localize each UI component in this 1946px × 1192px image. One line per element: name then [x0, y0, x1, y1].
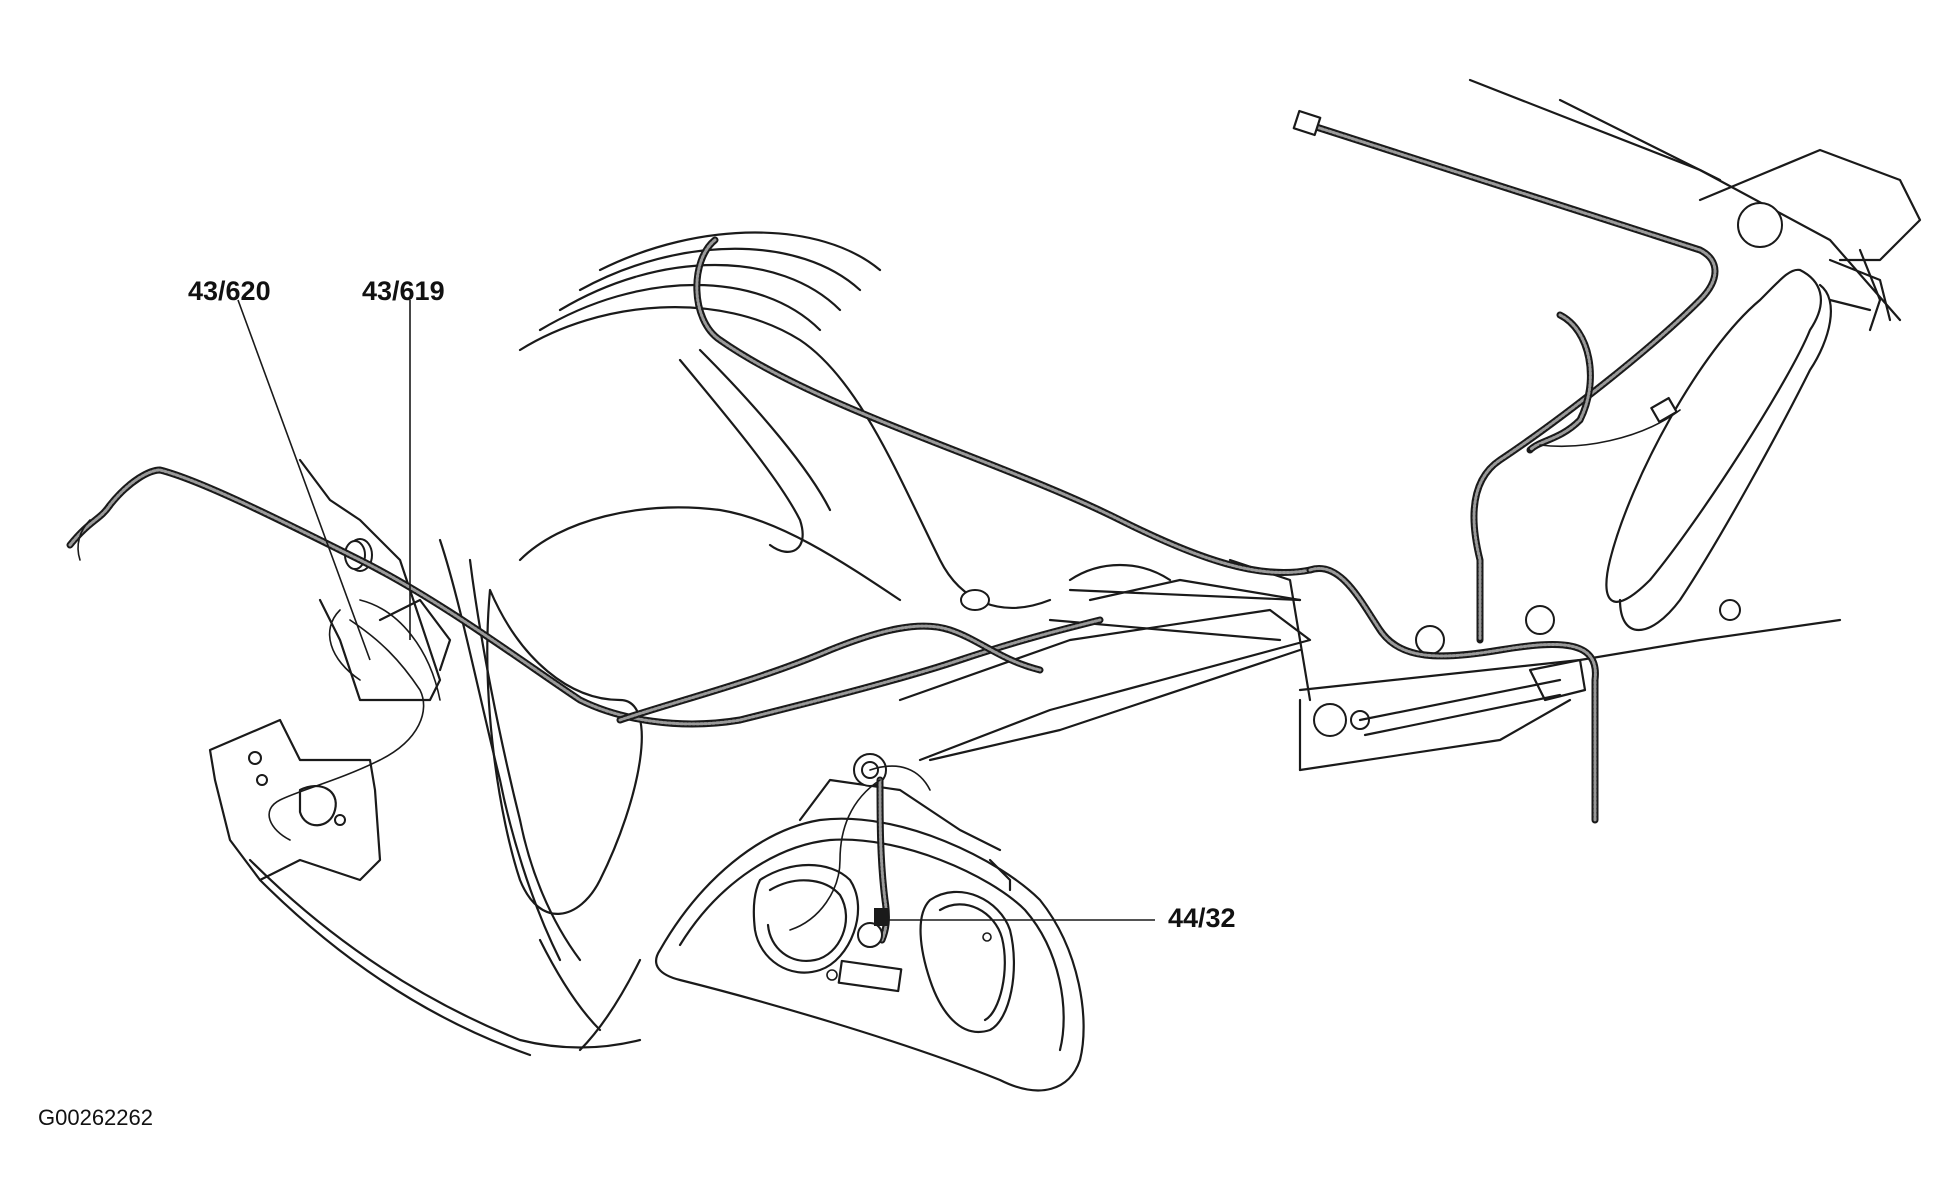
callout-label-43-619: 43/619: [362, 276, 445, 306]
leader-lines: [237, 299, 1155, 921]
wiring-harnesses: [66, 109, 1719, 948]
vehicle-rear-body-lineart: [208, 78, 1922, 1092]
figure-id: G00262262: [38, 1105, 153, 1130]
callout-label-43-620: 43/620: [188, 276, 271, 306]
callout-label-44-32: 44/32: [1168, 903, 1236, 933]
leader-43-620: [237, 299, 371, 661]
